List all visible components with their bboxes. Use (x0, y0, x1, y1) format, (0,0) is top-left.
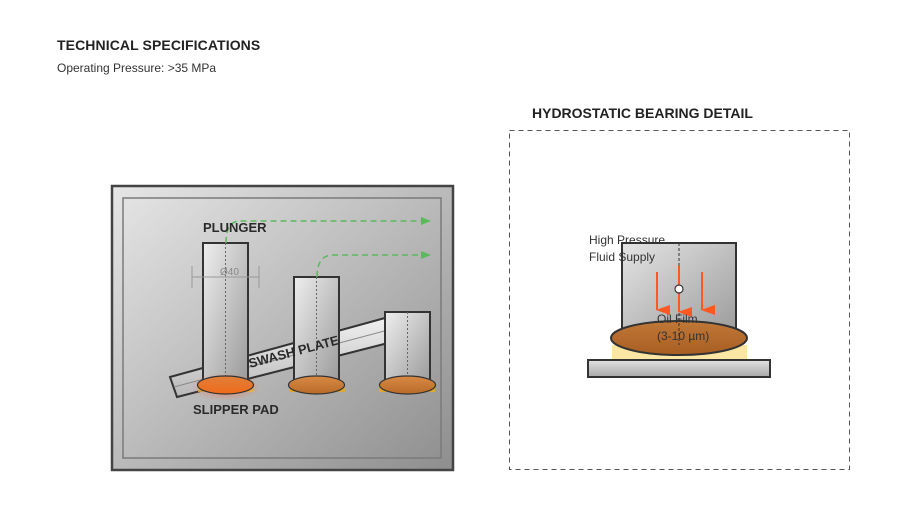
slipper-pad-2 (287, 375, 346, 395)
panel-inner-frame (122, 197, 442, 459)
bearing-detail-panel: High Pressure Fluid Supply Oil Film (3-1… (509, 130, 850, 470)
slipper-pad-label: SLIPPER PAD (193, 402, 279, 417)
flow-arrow-2 (316, 251, 431, 278)
supply-label-line1: High Pressure (589, 233, 665, 247)
plunger-3 (384, 311, 431, 384)
supply-label-line2: Fluid Supply (589, 250, 655, 264)
operating-pressure-text: Operating Pressure: >35 MPa (57, 61, 217, 75)
plunger-1 (202, 242, 249, 384)
oil-film-label-line1: Oil Film (657, 312, 698, 326)
diameter-dimension: Ø40 (191, 266, 260, 288)
plunger-label: PLUNGER (203, 220, 267, 235)
diameter-label: Ø40 (220, 267, 239, 278)
specs-title: TECHNICAL SPECIFICATIONS (57, 37, 261, 53)
bearing-base-plate (587, 359, 771, 378)
pump-diagram-panel: SWASH PLATE Ø40 PLUNGER SLIPPER PAD (110, 184, 455, 472)
supply-port-icon (674, 284, 684, 294)
oil-film-label-line2: (3-10 µm) (657, 329, 709, 343)
bearing-detail-frame (509, 130, 850, 470)
flow-arrow-1 (225, 217, 431, 244)
bearing-detail-title: HYDROSTATIC BEARING DETAIL (532, 105, 753, 121)
slipper-pad-1 (196, 375, 255, 395)
plunger-2 (293, 276, 340, 384)
slipper-pad-3 (378, 375, 437, 395)
